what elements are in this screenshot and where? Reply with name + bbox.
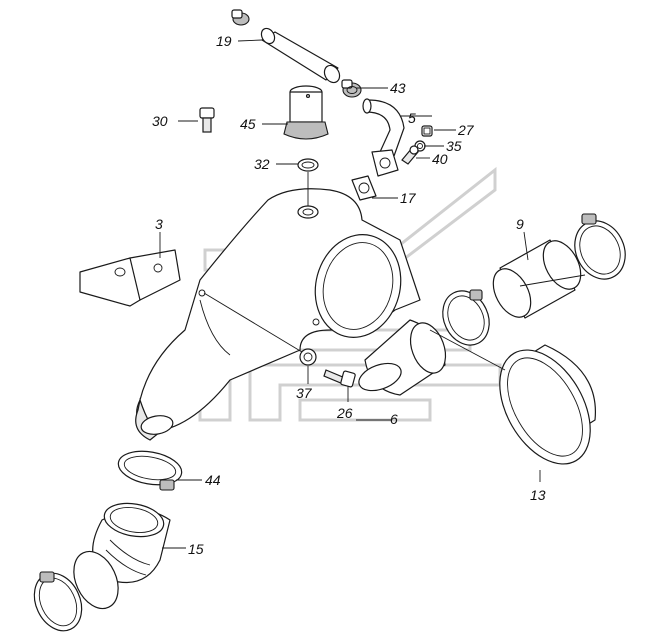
part-15-elbow-hose	[73, 502, 171, 610]
callout-9: 9	[516, 216, 524, 232]
part-37-washer	[299, 348, 317, 366]
lower-clamp	[33, 571, 83, 632]
part-27-nut	[421, 125, 433, 137]
part-3-bracket	[79, 249, 181, 307]
callout-3: 3	[155, 216, 163, 232]
callout-19: 19	[216, 33, 232, 49]
part-17-gasket	[351, 175, 377, 201]
part-9-sleeve	[492, 239, 582, 319]
part-5-bent-pipe	[362, 98, 405, 157]
clamp-near-elbow	[442, 289, 490, 346]
leader-lines	[159, 39, 586, 549]
part-40-fitting	[401, 145, 419, 165]
callout-27: 27	[457, 122, 475, 138]
part-26-bolt	[323, 369, 356, 388]
part-45-breather-cap	[283, 85, 329, 140]
main-housing	[135, 188, 421, 441]
callout-40: 40	[432, 151, 448, 167]
callout-6: 6	[390, 411, 398, 427]
part-5-flange	[371, 149, 399, 177]
callout-17: 17	[400, 190, 417, 206]
callout-15: 15	[188, 541, 204, 557]
part-13-large-sleeve	[499, 344, 597, 465]
part-44-clamp	[117, 450, 183, 491]
callout-5: 5	[408, 110, 416, 126]
part-32-o-ring	[297, 158, 319, 172]
callout-30: 30	[152, 113, 168, 129]
part-19-hose	[231, 9, 341, 84]
callout-32: 32	[254, 156, 270, 172]
part-30-bolt	[199, 107, 215, 133]
callout-13: 13	[530, 487, 546, 503]
callout-37: 37	[296, 385, 313, 401]
callout-43: 43	[390, 80, 406, 96]
part-43-clamp	[341, 79, 362, 98]
callout-26: 26	[336, 405, 353, 421]
callout-44: 44	[205, 472, 221, 488]
part-6-elbow	[358, 319, 447, 396]
callouts: 19 43 5 27 35 40 30 45 32 17 3 9 37 26 6…	[152, 33, 546, 557]
callout-35: 35	[446, 138, 462, 154]
callout-45: 45	[240, 116, 256, 132]
clamp-near-sleeve	[574, 213, 626, 280]
